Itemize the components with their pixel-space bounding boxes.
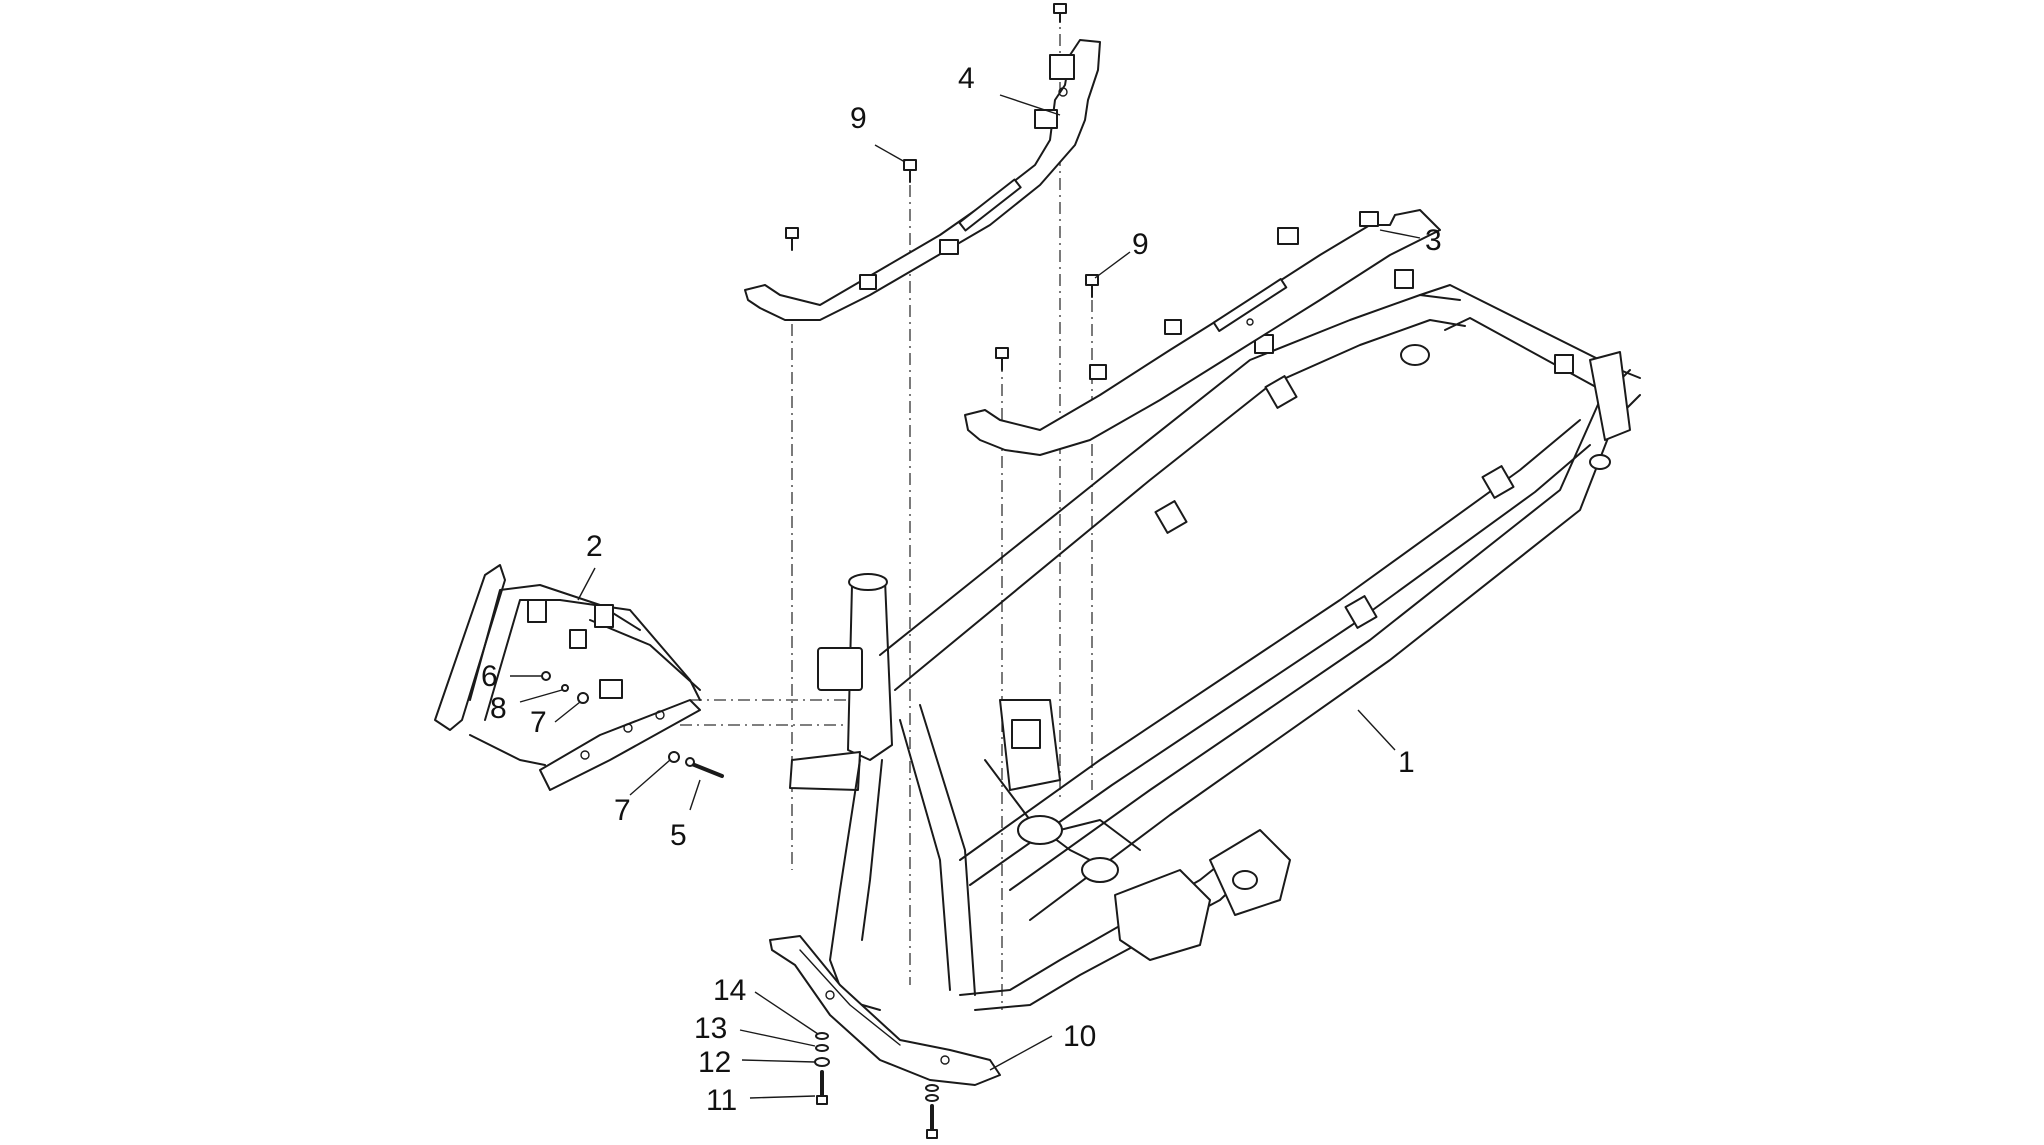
callout-10: 10 (1063, 1020, 1096, 1053)
washer-12-icon (814, 1057, 830, 1067)
washer-7-upper-icon (577, 692, 589, 704)
callout-11: 11 (706, 1084, 737, 1117)
callout-6: 6 (481, 660, 498, 693)
callout-2: 2 (586, 530, 603, 563)
leader-lines (510, 94, 1421, 1099)
callout-4: 4 (958, 62, 975, 95)
washer-14-icon (815, 1032, 829, 1040)
callout-3: 3 (1425, 224, 1442, 257)
bolt-9-left-2-icon (903, 159, 917, 183)
bolt-9-right-icon (1085, 274, 1099, 298)
front-bracket (434, 564, 701, 791)
screw-11-icon (816, 1070, 828, 1105)
bolt-9-right-2-icon (995, 347, 1009, 371)
callout-5: 5 (670, 819, 687, 852)
assembly-guide-lines (680, 10, 1093, 1010)
callout-14: 14 (713, 974, 746, 1007)
callout-13: 13 (694, 1012, 727, 1045)
callout-7-upper: 7 (530, 706, 547, 739)
callout-9-left: 9 (850, 102, 867, 135)
washer-7-lower-icon (668, 751, 680, 763)
washer-right-1-icon (925, 1084, 939, 1092)
callout-7-lower: 7 (614, 794, 631, 827)
main-frame (789, 269, 1641, 1011)
screw-right-icon (926, 1104, 938, 1139)
bolt-9-left-icon (785, 227, 799, 251)
callout-9-right: 9 (1132, 228, 1149, 261)
left-rail (744, 39, 1101, 321)
callout-1: 1 (1398, 746, 1415, 779)
washer-right-2-icon (925, 1094, 939, 1102)
bolt-top-icon (1053, 3, 1067, 23)
lower-cross-member (769, 935, 1001, 1086)
bolt-5-icon (685, 757, 724, 778)
nut-6-icon (541, 671, 551, 681)
callout-12: 12 (698, 1046, 731, 1079)
callout-numbers: 1 2 3 4 5 6 7 7 8 9 9 10 11 12 13 14 (481, 62, 1442, 1117)
right-rail (964, 209, 1441, 456)
washer-8-icon (561, 684, 569, 692)
fasteners (541, 3, 1099, 1139)
callout-8: 8 (490, 692, 507, 725)
washer-13-icon (815, 1044, 829, 1052)
